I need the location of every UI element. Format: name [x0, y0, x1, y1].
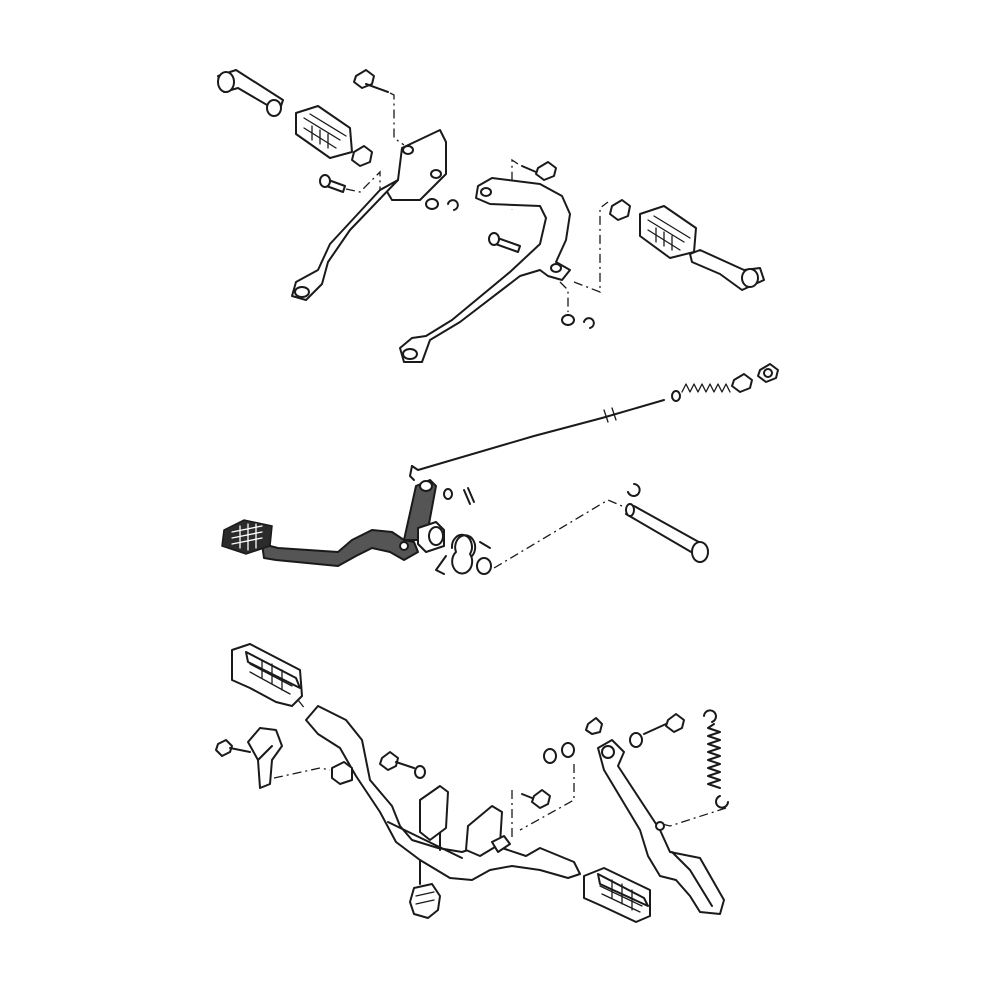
bolt-right-top: [511, 158, 557, 210]
dowel: [491, 835, 511, 853]
footrest-pin-left: [217, 69, 284, 117]
pin-right: [488, 232, 521, 253]
joint-pin: [757, 363, 779, 383]
nut-right: [609, 199, 631, 221]
main-footrest-left: [231, 643, 307, 711]
pivot-washer: [476, 557, 492, 575]
side-stand: [597, 739, 725, 915]
leader-pivot-shaft: [493, 499, 623, 569]
snap-ring: [627, 483, 641, 497]
leader-stand: [519, 764, 575, 831]
rod-spring: [681, 383, 731, 393]
rod-washer: [671, 390, 681, 402]
bolt-center: [379, 751, 426, 779]
spring-post: [655, 821, 665, 831]
stand-nut: [585, 717, 603, 735]
pin-left: [319, 170, 381, 200]
bolt-plate: [521, 789, 551, 809]
return-spring: [435, 533, 491, 575]
leader-right-footpeg: [573, 201, 609, 293]
stand-spring: [703, 709, 729, 809]
leader-right-washer: [559, 281, 569, 312]
nut-left: [351, 145, 373, 167]
frame-stand-group: [215, 643, 729, 923]
pivot-shaft: [625, 503, 709, 563]
footrest-group: [217, 69, 765, 363]
washer-left: [425, 198, 439, 210]
footpeg-rubber-right: [639, 205, 697, 259]
bolt-left-top: [353, 69, 405, 146]
clip-right: [583, 317, 595, 329]
stand-washer-b: [543, 748, 557, 764]
clip-left: [447, 199, 459, 211]
stay-bracket: [247, 727, 283, 789]
footrest-bracket-right: [399, 177, 571, 363]
cotter-washer: [443, 488, 453, 500]
leader-spring: [661, 807, 727, 827]
cotter-pin: [463, 487, 475, 505]
stand-washer-a: [561, 742, 575, 758]
rubber-damper: [409, 859, 441, 919]
brake-pedal-group: [221, 363, 779, 575]
leader-stay: [273, 767, 331, 779]
main-footrest-right: [583, 867, 651, 923]
footrest-bracket-left: [291, 129, 447, 301]
stand-bolt: [629, 713, 685, 748]
adjuster-nut: [731, 373, 753, 393]
mount-plate-left: [419, 785, 449, 841]
washer-right: [561, 314, 575, 326]
brake-rod: [409, 399, 665, 481]
bolt-stay: [215, 739, 251, 757]
frame-clip: [331, 761, 353, 785]
brake-pedal-pad: [221, 519, 273, 555]
brake-pedal-arm: [261, 479, 437, 567]
footpeg-rubber-left: [295, 105, 353, 159]
footrest-pin-right: [689, 249, 765, 291]
pedal-pivot-boss: [417, 521, 445, 553]
